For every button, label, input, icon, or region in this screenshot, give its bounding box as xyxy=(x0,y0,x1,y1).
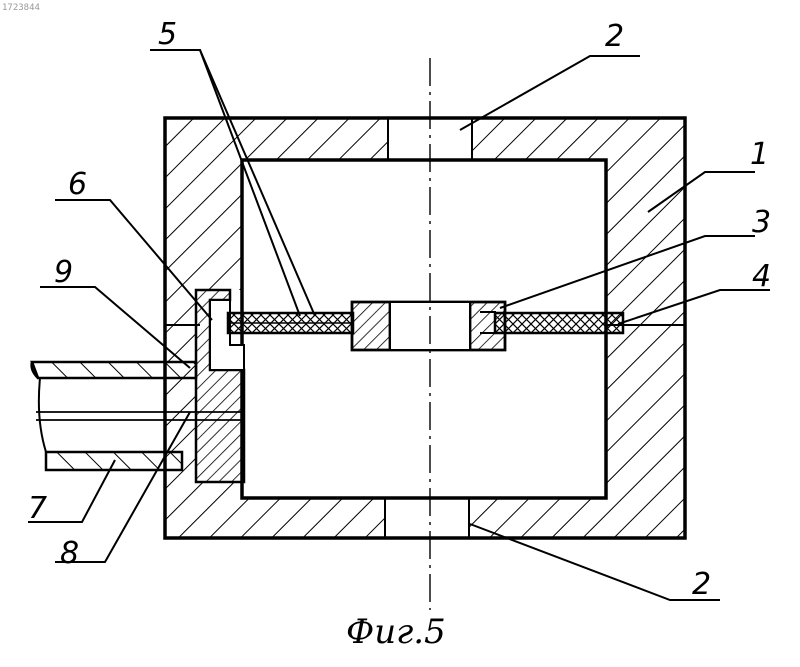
label-9: 9 xyxy=(54,255,73,290)
label-4: 4 xyxy=(752,259,771,294)
membrane-assembly xyxy=(228,302,623,350)
label-2-top: 2 xyxy=(605,19,624,54)
label-2-bottom: 2 xyxy=(692,567,711,602)
label-1: 1 xyxy=(750,137,769,172)
label-7: 7 xyxy=(28,491,47,526)
figure-caption: Фиг.5 xyxy=(346,612,446,652)
label-6: 6 xyxy=(68,167,87,202)
scan-stamp: 1723844 xyxy=(2,3,40,13)
label-5: 5 xyxy=(158,17,177,52)
label-3: 3 xyxy=(752,205,771,240)
bottom-bore xyxy=(385,496,469,540)
label-8: 8 xyxy=(60,536,79,571)
